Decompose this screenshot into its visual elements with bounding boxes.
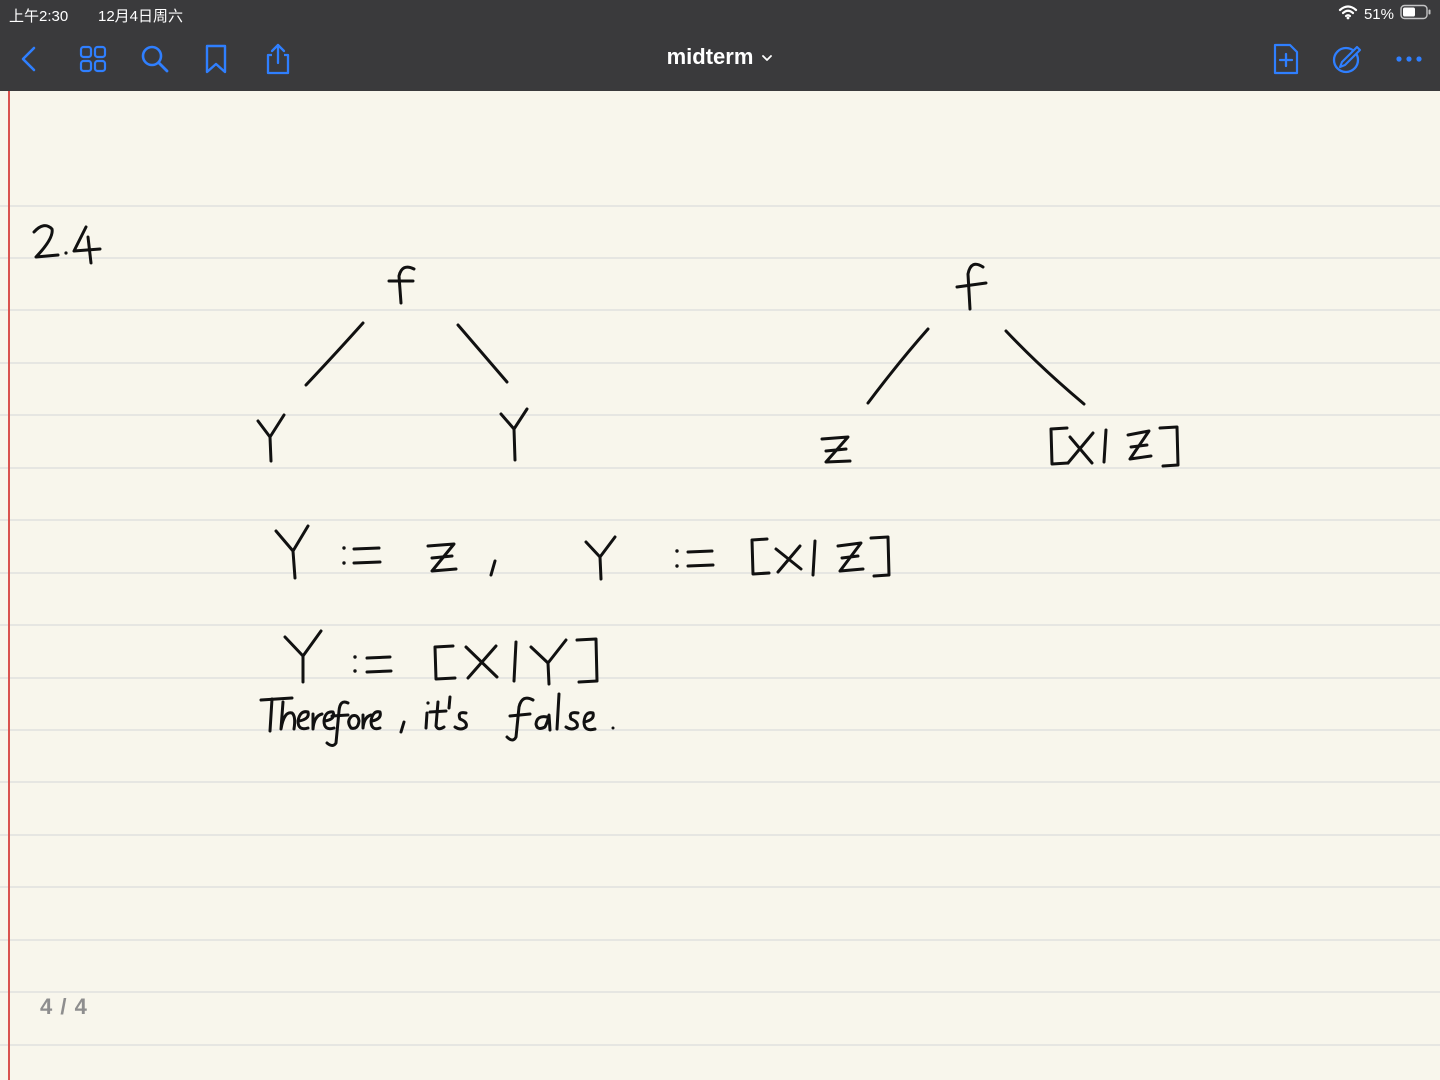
status-bar: 上午2:30 12月4日周六 51% [0,0,1440,28]
handwriting-tree-left [256,265,529,463]
bookmark-icon[interactable] [199,42,233,76]
battery-percent: 51% [1363,5,1394,23]
share-icon[interactable] [261,42,295,76]
handwriting-tree-right [820,262,1180,468]
handwriting-problem-number [32,224,102,265]
back-icon[interactable] [13,42,47,76]
chevron-down-icon [761,44,773,70]
thumbnails-grid-icon[interactable] [76,42,110,76]
handwriting-line-2 [283,629,599,686]
more-icon[interactable] [1392,42,1426,76]
battery-icon [1400,4,1432,24]
handwriting-line-3 [259,692,615,747]
wifi-icon [1338,4,1358,24]
status-date: 12月4日周六 [98,8,184,25]
search-icon[interactable] [138,42,172,76]
note-page[interactable]: 4 / 4 [0,91,1440,1080]
markup-pen-icon[interactable] [1330,42,1364,76]
margin-line [8,91,10,1080]
ruled-lines [0,205,1440,1046]
top-bar: 上午2:30 12月4日周六 51% [0,0,1440,91]
status-right: 51% [1338,4,1432,24]
document-title-button[interactable]: midterm [667,44,774,70]
handwriting-canvas [32,224,1180,747]
document-title-container: midterm [0,44,1440,70]
handwriting-line-1 [274,524,891,581]
status-time: 上午2:30 [9,8,69,25]
document-title: midterm [666,44,754,69]
add-page-icon[interactable] [1269,42,1303,76]
page-indicator: 4 / 4 [40,994,88,1019]
